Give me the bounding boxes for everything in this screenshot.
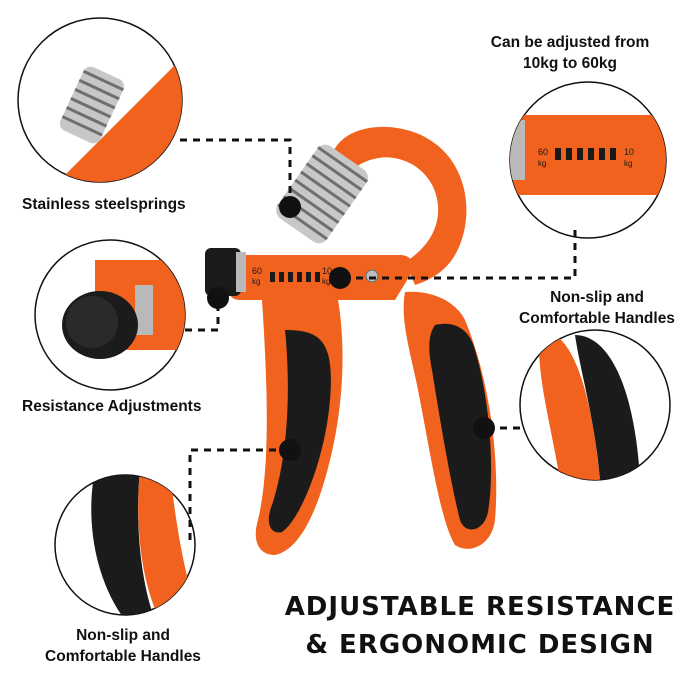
detail-springs [17, 17, 183, 183]
label-handles-right-line1: Non-slip and [550, 289, 644, 306]
callout-lines [180, 138, 577, 540]
scale-min: 10 [322, 266, 332, 276]
label-handles-left-line1: Non-slip and [76, 627, 170, 644]
headline-line2: & ERGONOMIC DESIGN [305, 630, 655, 660]
detail-right-handle [519, 329, 671, 481]
label-adjust-range-line2: 10kg to 60kg [523, 55, 617, 72]
label-handles-right: Non-slip and Comfortable Handles [498, 287, 696, 329]
headline-line1: ADJUSTABLE RESISTANCE [284, 592, 676, 622]
scale-max: 60 [252, 266, 262, 276]
detail-left-handle [54, 474, 196, 616]
headline: ADJUSTABLE RESISTANCE & ERGONOMIC DESIGN [270, 590, 690, 662]
label-resistance: Resistance Adjustments [22, 398, 202, 415]
svg-text:60: 60 [538, 147, 548, 157]
label-springs: Stainless steelsprings [22, 196, 186, 213]
scale-unit-right: kg [322, 277, 330, 286]
detail-knob [34, 239, 186, 391]
svg-text:kg: kg [538, 159, 546, 168]
callout-dots [207, 196, 495, 461]
label-handles-right-line2: Comfortable Handles [519, 310, 675, 327]
resistance-scale [270, 272, 320, 282]
scale-unit-left: kg [252, 277, 260, 286]
detail-scale: 60 kg 10 kg [509, 81, 667, 239]
label-adjust-range: Can be adjusted from 10kg to 60kg [470, 32, 670, 74]
hand-gripper: 60 kg 10 kg [205, 126, 497, 555]
label-handles-left: Non-slip and Comfortable Handles [28, 625, 218, 667]
resistance-knob [205, 248, 241, 296]
label-handles-left-line2: Comfortable Handles [45, 648, 201, 665]
right-grip [429, 323, 492, 530]
svg-text:kg: kg [624, 159, 632, 168]
label-adjust-range-line1: Can be adjusted from [490, 34, 650, 51]
svg-text:10: 10 [624, 147, 634, 157]
left-grip [268, 330, 331, 533]
spring [276, 144, 369, 244]
